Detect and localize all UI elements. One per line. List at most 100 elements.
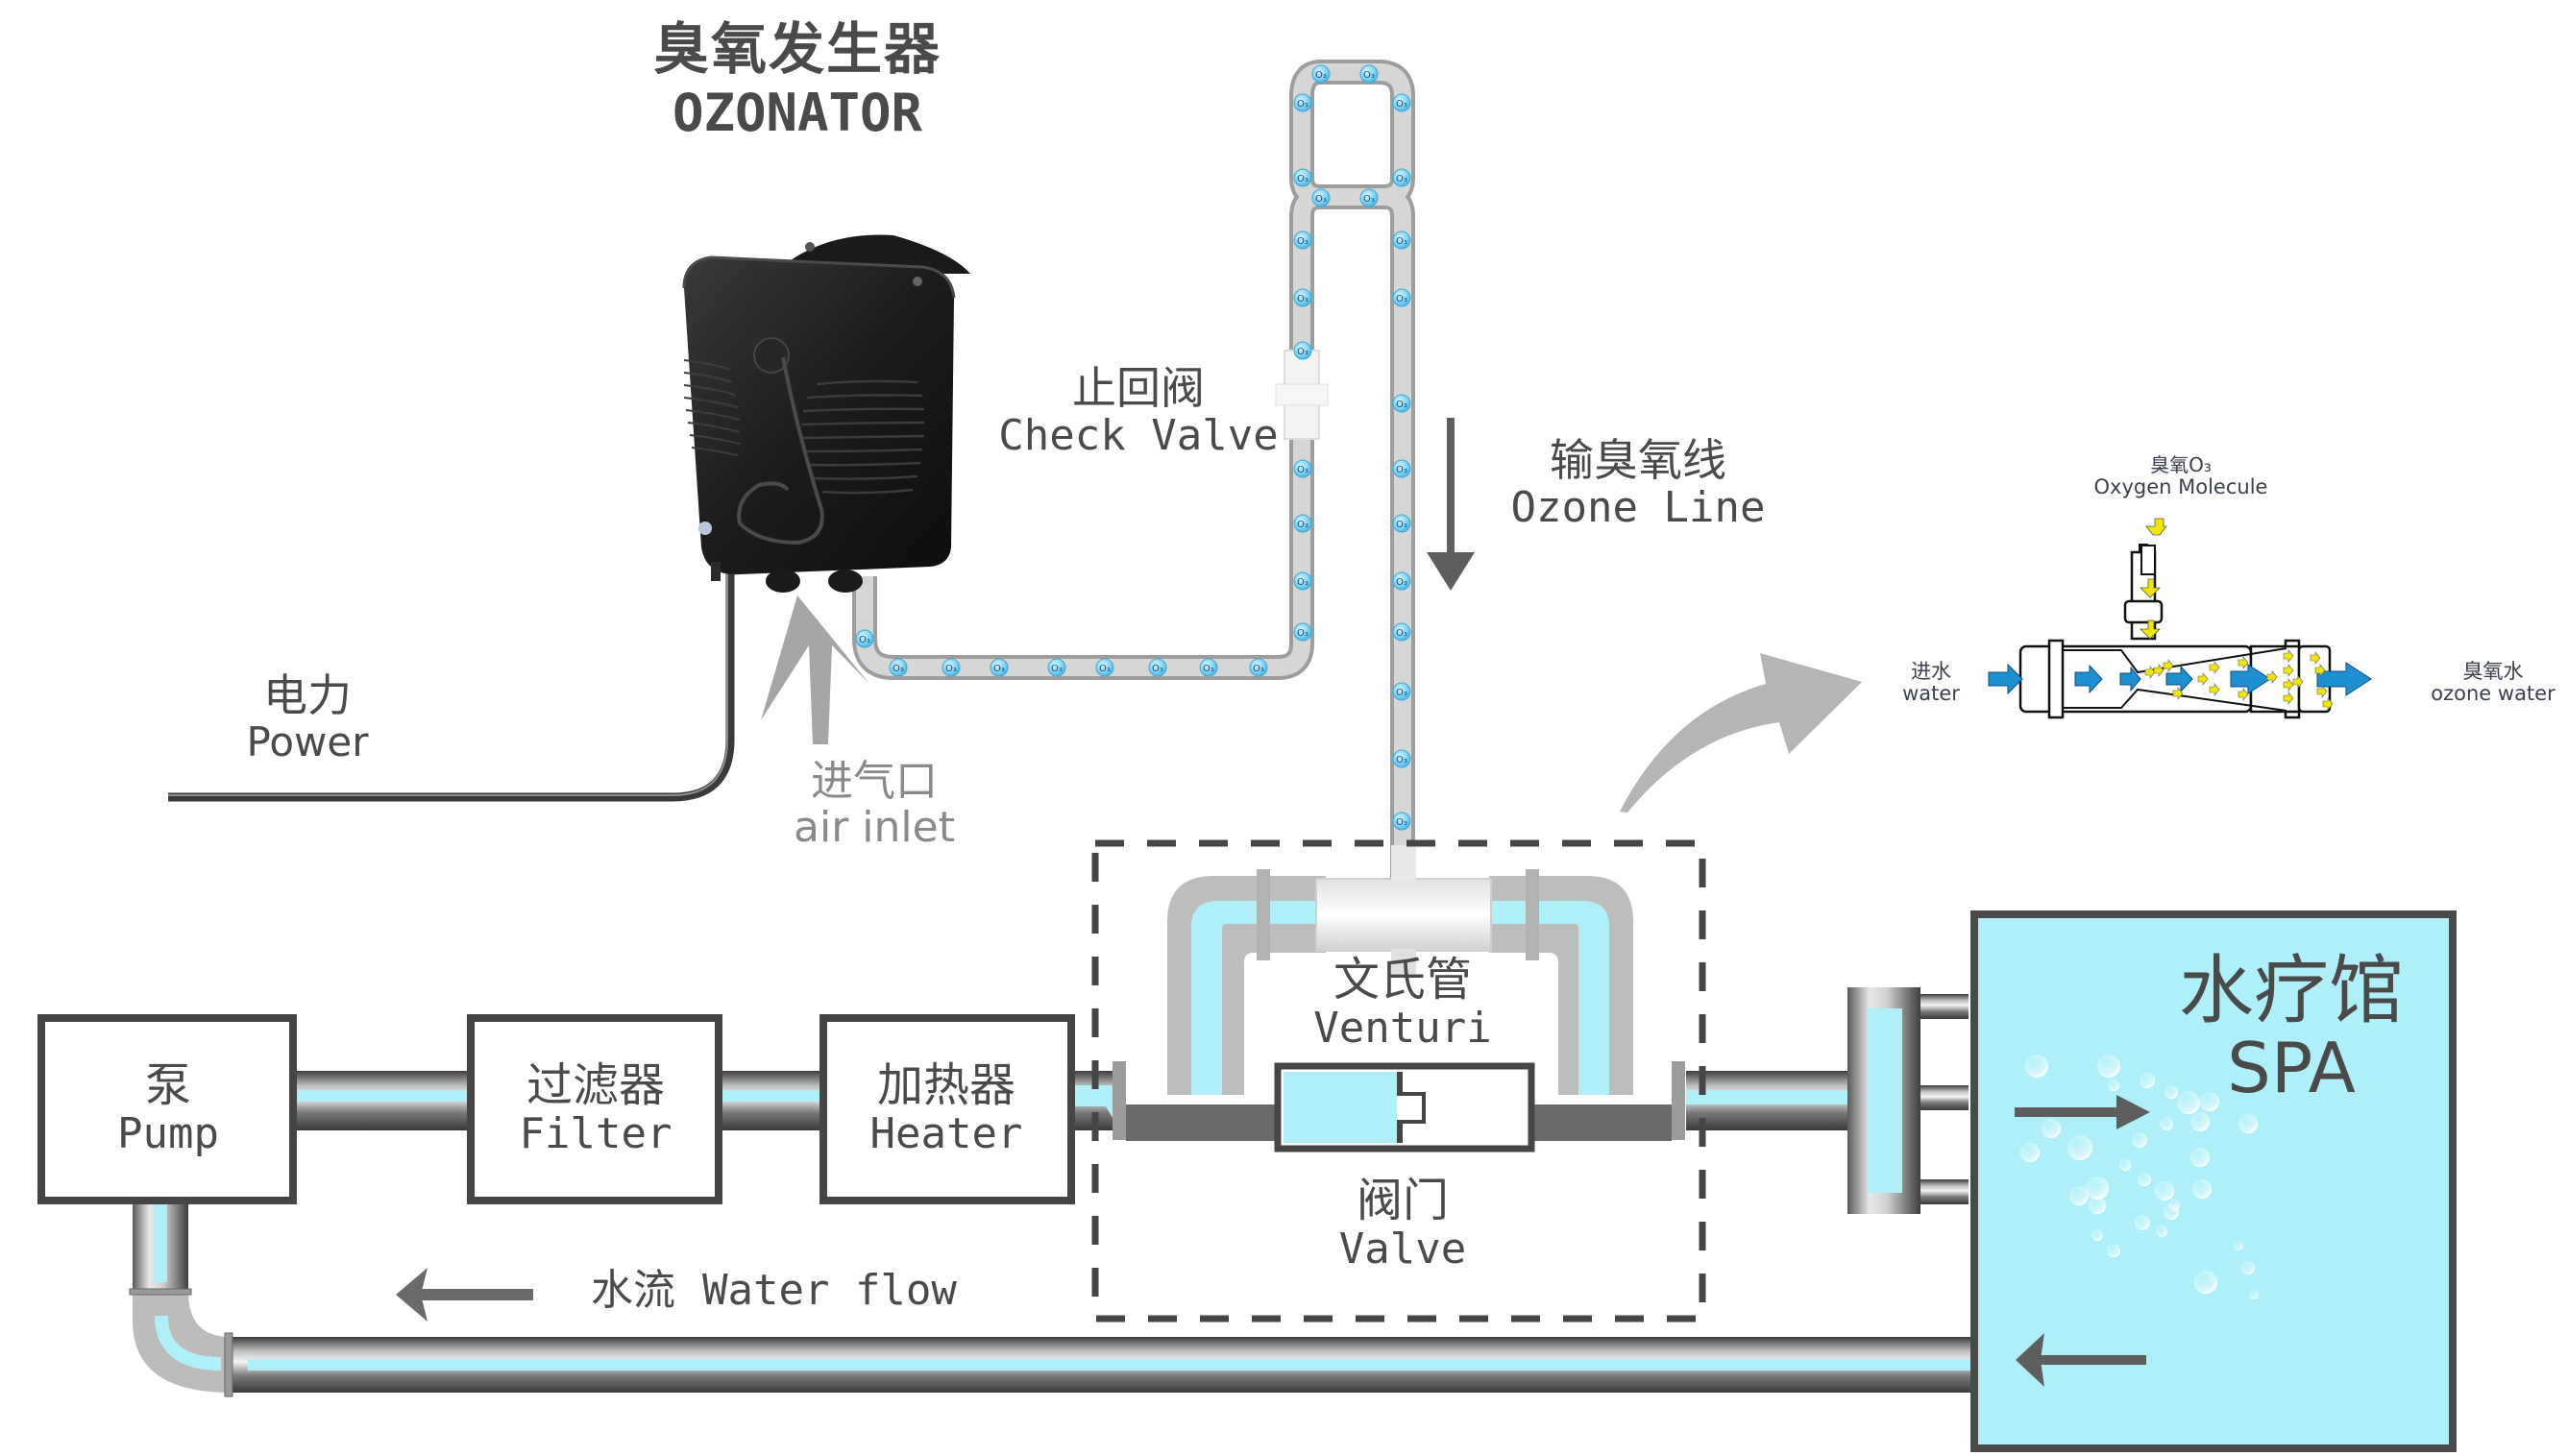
ozone-flow-arrow-down (1427, 418, 1475, 591)
inset-water-out-label-en: ozone water (2431, 681, 2556, 705)
power-label-cn: 电力 (263, 669, 352, 721)
ozone-particle-arrow (2209, 661, 2220, 674)
spa-bubble (2168, 1200, 2180, 1211)
ozone-line-label: 输臭氧线 Ozone Line (1499, 434, 1777, 530)
ozone-particle-arrow (2310, 651, 2321, 665)
ozone-particle-arrow (2172, 687, 2184, 700)
spa-bubble (2107, 1244, 2120, 1257)
ozone-particle-arrow (2283, 692, 2294, 705)
spa-label-cn: 水疗馆 (2178, 948, 2404, 1034)
venturi-label-cn: 文氏管 (1333, 953, 1472, 1007)
svg-text:O₃: O₃ (1396, 236, 1407, 247)
o3-bubble: O₃ (1249, 658, 1268, 677)
filter-label: 过滤器 Filter (471, 1058, 721, 1158)
svg-text:O₃: O₃ (1396, 400, 1407, 410)
o3-bubble: O₃ (1392, 288, 1411, 307)
o3-bubble: O₃ (1293, 622, 1312, 642)
spa-bubble (2069, 1186, 2089, 1205)
ozone-particle-arrow (2209, 683, 2220, 696)
spa-bubble (2089, 1197, 2106, 1214)
ozone-particle-arrow (2283, 664, 2294, 677)
heater-label: 加热器 Heater (821, 1060, 1071, 1156)
svg-text:O₃: O₃ (1396, 688, 1407, 698)
check-valve-label-cn: 止回阀 (1072, 362, 1205, 414)
svg-text:O₃: O₃ (1297, 174, 1308, 184)
svg-text:O₃: O₃ (1297, 236, 1308, 247)
o3-bubble: O₃ (1293, 288, 1312, 307)
svg-text:O₃: O₃ (1297, 294, 1308, 304)
ozone-particle-arrow (2197, 672, 2209, 686)
power-cable (168, 567, 735, 802)
valve-label-cn: 阀门 (1356, 1174, 1449, 1227)
check-valve-label-en: Check Valve (998, 410, 1279, 460)
o3-bubble: O₃ (1293, 168, 1312, 187)
o3-bubble: O₃ (1293, 459, 1312, 478)
return-pipe (129, 1201, 1975, 1397)
inset-water-in-label-en: water (1902, 681, 1960, 705)
o3-bubble: O₃ (1392, 459, 1411, 478)
svg-text:O₃: O₃ (993, 664, 1005, 674)
o3-bubble: O₃ (1359, 64, 1379, 84)
o3-bubble: O₃ (1359, 188, 1379, 207)
venturi-label: 文氏管 Venturi (1302, 953, 1504, 1051)
power-label: 电力 Power (231, 669, 384, 764)
spa-tank (1970, 910, 2457, 1452)
o3-bubble: O₃ (1392, 622, 1411, 642)
spa-bubbles (2020, 1055, 2259, 1299)
spa-bubble (2108, 1080, 2119, 1091)
check-valve-label: 止回阀 Check Valve (990, 362, 1287, 460)
water-flow-label-cn: 水流 (591, 1266, 675, 1315)
pump-label-en: Pump (117, 1108, 219, 1158)
ozone-line-label-cn: 输臭氧线 (1550, 434, 1726, 486)
svg-text:O₃: O₃ (1396, 755, 1407, 765)
ozonator-title-en: OZONATOR (672, 82, 923, 143)
spa-bubble (2190, 1112, 2210, 1131)
check-valve (1275, 350, 1329, 440)
spa-bubble (2135, 1215, 2150, 1230)
o3-bubble: O₃ (1311, 188, 1331, 207)
ozone-particle-arrow (2144, 666, 2156, 679)
spa-bubble (2067, 1135, 2092, 1160)
o3-bubble: O₃ (855, 629, 874, 648)
spa-bubble (2086, 1177, 2109, 1200)
svg-text:O₃: O₃ (1253, 664, 1264, 674)
spa-bubble (2020, 1143, 2040, 1162)
o3-bubble: O₃ (1392, 812, 1411, 831)
water-flow-arrow (396, 1268, 533, 1322)
o3-bubble: O₃ (942, 658, 961, 677)
spa-bubble (2138, 1173, 2151, 1186)
filter-label-cn: 过滤器 (526, 1058, 665, 1112)
spa-bubble (2177, 1091, 2200, 1114)
o3-bubble: O₃ (1392, 231, 1411, 250)
svg-text:O₃: O₃ (1297, 628, 1308, 639)
spa-bubble (2091, 1229, 2103, 1241)
spa-bubble (2140, 1073, 2155, 1088)
o3-bubble: O₃ (1095, 658, 1114, 677)
o3-bubble: O₃ (889, 658, 908, 677)
o3-bubble: O₃ (1392, 394, 1411, 413)
spa-outflow-arrow (2016, 1333, 2146, 1387)
inset-venturi-schematic (1988, 518, 2372, 719)
o3-bubble: O₃ (1293, 514, 1312, 533)
heater-box (819, 1014, 1075, 1204)
inset-ozone-label-cn: 臭氧O₃ (2150, 453, 2212, 476)
spa-inflow-arrow (2015, 1095, 2150, 1129)
o3-bubble: O₃ (1392, 571, 1411, 591)
o3-bubble: O₃ (990, 658, 1009, 677)
ozone-particle-arrow (2238, 688, 2249, 701)
spa-inlet-manifold (1847, 987, 1969, 1214)
ozone-particle-arrow (2322, 697, 2334, 711)
filter-label-en: Filter (519, 1108, 673, 1158)
o3-bubble: O₃ (1293, 93, 1312, 112)
spa-bubble (2234, 1241, 2243, 1250)
valve-label: 阀门 Valve (1326, 1174, 1480, 1272)
svg-text:O₃: O₃ (1396, 520, 1407, 530)
spa-bubble (2155, 1181, 2174, 1201)
svg-text:O₃: O₃ (1363, 194, 1375, 205)
venturi-assembly (1091, 839, 1706, 1323)
svg-text:O₃: O₃ (1297, 347, 1308, 357)
air-inlet-label-en: air inlet (794, 802, 955, 852)
spa-label-en: SPA (2227, 1028, 2356, 1109)
